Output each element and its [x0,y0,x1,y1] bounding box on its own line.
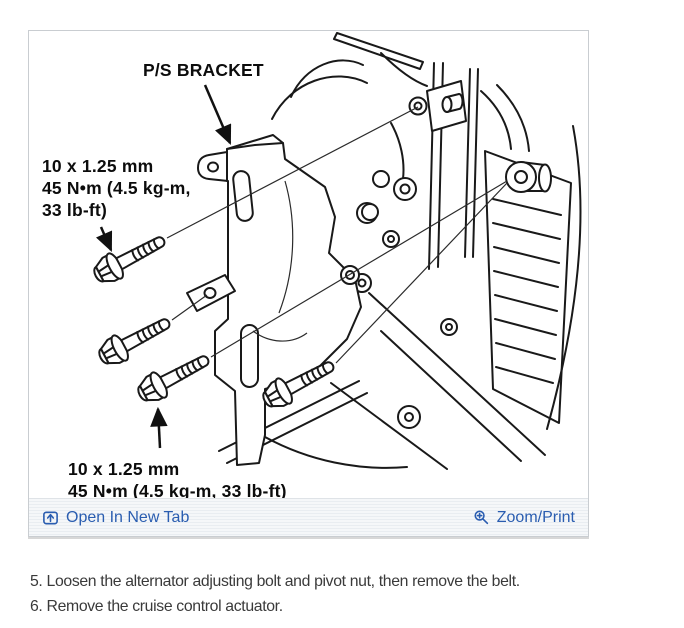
ps-bracket-diagram: P/S BRACKET 10 x 1.25 mm 45 N•m (4.5 kg-… [42,32,582,498]
torque-label-top-line2: 45 N•m (4.5 kg-m, [42,178,191,198]
torque-label-bottom-line2: 45 N•m (4.5 kg-m, 33 lb-ft) [68,481,287,498]
zoom-print-link[interactable]: Zoom/Print [473,509,575,527]
instruction-step-5: 5. Loosen the alternator adjusting bolt … [30,573,520,590]
torque-label-bottom-line1: 10 x 1.25 mm [68,459,179,479]
torque-label-top-line3: 33 lb-ft) [42,200,107,220]
instruction-step-6: 6. Remove the cruise control actuator. [30,597,283,615]
diagram-area: P/S BRACKET 10 x 1.25 mm 45 N•m (4.5 kg-… [29,31,588,498]
open-in-new-tab-icon [42,509,59,526]
zoom-print-label: Zoom/Print [496,508,575,526]
instructions-list: 5. Loosen the alternator adjusting bolt … [30,570,520,619]
magnifier-plus-icon [473,509,490,526]
leader-lines [166,106,508,364]
torque-label-top-line1: 10 x 1.25 mm [42,156,153,176]
callout-arrows [95,84,232,449]
open-in-new-tab-link[interactable]: Open In New Tab [42,509,189,527]
bracket-label: P/S BRACKET [143,60,264,80]
diagram-panel: P/S BRACKET 10 x 1.25 mm 45 N•m (4.5 kg-… [28,30,589,537]
image-toolbar: Open In New Tab Zoom/Print [29,498,588,536]
ps-bracket [186,134,379,466]
open-in-new-tab-label: Open In New Tab [66,508,190,526]
